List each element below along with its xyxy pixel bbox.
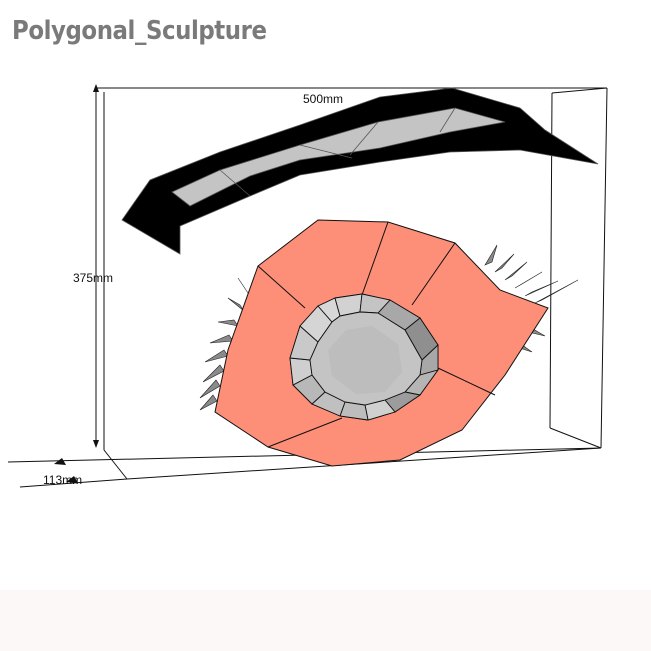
- depth-dimension-label: 113mm: [43, 473, 83, 487]
- eyebrow-outer: [121, 87, 599, 255]
- box-depth-edge: [103, 449, 128, 480]
- height-dimension-label: 375mm: [73, 271, 114, 285]
- dimension-ticks: [54, 84, 99, 483]
- depth-arrow-bottom: [66, 476, 78, 483]
- width-dimension-label: 500mm: [303, 92, 344, 106]
- pupil: [289, 293, 440, 421]
- depth-arrow-top: [54, 458, 66, 465]
- height-arrow-top: [93, 84, 99, 92]
- box-top-right-diagonal: [551, 87, 608, 94]
- height-arrow-bottom: [93, 440, 99, 448]
- footer-band: [0, 590, 651, 651]
- box-depth-front-edge: [19, 478, 128, 488]
- eyelashes-right: [484, 244, 579, 353]
- eyelashes-left: [199, 277, 251, 411]
- eyebrow: [121, 87, 599, 255]
- box-right-edge: [600, 87, 608, 449]
- box-bottom-right-diagonal: [549, 427, 602, 449]
- page-title: Polygonal_Sculpture: [12, 16, 267, 46]
- eyebrow-inner: [171, 107, 506, 207]
